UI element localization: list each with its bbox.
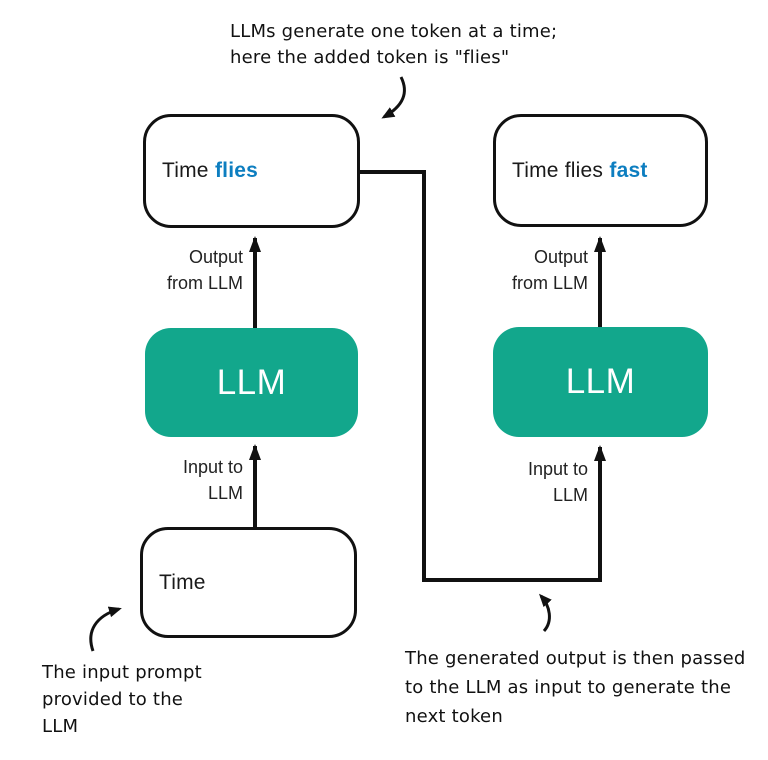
top-annotation-arrow-icon	[381, 76, 406, 119]
llm-label: LLM	[216, 362, 287, 402]
input-arrow-label-step1: Input to LLM	[133, 454, 243, 506]
annotation-br-line2: to the LLM as input to generate the	[405, 677, 732, 698]
annotation-top-line2: here the added token is "flies"	[230, 47, 510, 68]
llm-label: LLM	[565, 362, 636, 401]
annotation-bl-line1: The input prompt	[42, 662, 202, 683]
annotation-top-line1: LLMs generate one token at a time;	[230, 21, 558, 42]
output-label-line2: from LLM	[166, 273, 243, 293]
llm-box-step2: LLM	[493, 327, 708, 437]
token-box-text: Time	[162, 159, 209, 182]
token-box-time-flies-fast: Time flies fast	[493, 114, 708, 227]
input-label-line1: Input to	[182, 457, 243, 477]
annotation-br-line3: next token	[405, 706, 503, 727]
token-box-time: Time	[140, 527, 357, 638]
annotation-bl-line3: LLM	[42, 716, 79, 737]
llm-box-step1: LLM	[145, 328, 358, 437]
token-box-time-flies: Time flies	[143, 114, 360, 228]
annotation-br-line1: The generated output is then passed	[405, 648, 746, 669]
annotation-top: LLMs generate one token at a time; here …	[230, 19, 557, 71]
annotation-bottom-left: The input prompt provided to the LLM	[42, 659, 202, 740]
input-label-line2: LLM	[207, 483, 243, 503]
input-label-line1: Input to	[527, 459, 588, 479]
output-label-line2: from LLM	[511, 273, 588, 293]
input-arrow-label-step2: Input to LLM	[478, 456, 588, 508]
new-token-text: fast	[609, 158, 648, 182]
new-token-text: flies	[214, 159, 259, 182]
output-label-line1: Output	[188, 247, 243, 267]
output-arrow-label-step2: Output from LLM	[478, 244, 588, 296]
output-arrow-label-step1: Output from LLM	[133, 244, 243, 296]
output-label-line1: Output	[533, 247, 588, 267]
token-box-text: Time	[159, 570, 206, 594]
annotation-bl-line2: provided to the	[42, 689, 184, 710]
bottom-right-annotation-arrow-icon	[538, 593, 552, 633]
bottom-left-annotation-arrow-icon	[89, 606, 122, 652]
token-box-text: Time flies	[512, 158, 604, 182]
annotation-bottom-right: The generated output is then passed to t…	[405, 644, 745, 731]
input-label-line2: LLM	[552, 485, 588, 505]
